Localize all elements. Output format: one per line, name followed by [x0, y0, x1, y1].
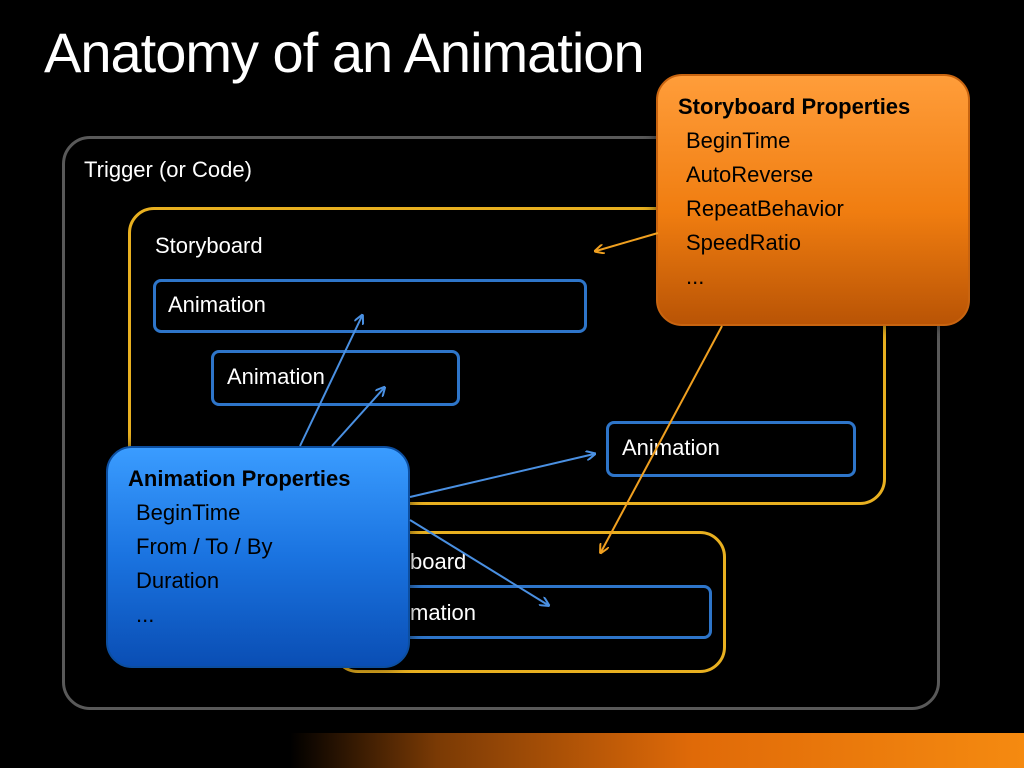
- storyboard-property-item: RepeatBehavior: [686, 196, 844, 221]
- trigger-container: [62, 136, 940, 710]
- animation-property-item: From / To / By: [136, 534, 273, 559]
- arrow-to-second-storyboard: [601, 325, 723, 552]
- arrow-to-second-animation: [409, 519, 548, 605]
- storyboard-property-item: ...: [686, 264, 705, 289]
- storyboard-properties-callout: Storyboard Properties BeginTime AutoReve…: [656, 74, 970, 326]
- arrow-to-animation-1: [299, 316, 362, 447]
- storyboard-property-item: SpeedRatio: [686, 230, 801, 255]
- storyboard-properties-heading: Storyboard Properties: [678, 94, 911, 119]
- animation-box-2: [211, 350, 460, 406]
- animation-properties-heading: Animation Properties: [128, 466, 351, 491]
- storyboard-label: Storyboard: [155, 233, 263, 258]
- animation-box-3: [606, 421, 856, 477]
- second-storyboard-label: board: [410, 549, 467, 574]
- arrow-to-storyboard: [596, 232, 659, 251]
- animation-properties-callout: Animation Properties BeginTime From / To…: [106, 446, 410, 668]
- second-animation-label: mation: [410, 600, 477, 625]
- arrow-to-animation-3: [409, 454, 594, 498]
- animation-box-1: [153, 279, 587, 333]
- animation-property-item: Duration: [136, 568, 220, 593]
- storyboard-property-item: AutoReverse: [686, 162, 814, 187]
- animation-label-1: Animation: [168, 292, 266, 317]
- animation-property-item: BeginTime: [136, 500, 241, 525]
- decorative-bottom-bar: [290, 733, 1024, 768]
- storyboard-property-item: BeginTime: [686, 128, 791, 153]
- animation-property-item: ...: [136, 602, 155, 627]
- animation-label-2: Animation: [227, 364, 325, 389]
- storyboard-container: [128, 207, 886, 505]
- arrow-to-animation-2: [331, 388, 384, 447]
- trigger-label: Trigger (or Code): [84, 157, 252, 182]
- slide-title: Anatomy of an Animation: [44, 21, 645, 84]
- animation-label-3: Animation: [622, 435, 720, 460]
